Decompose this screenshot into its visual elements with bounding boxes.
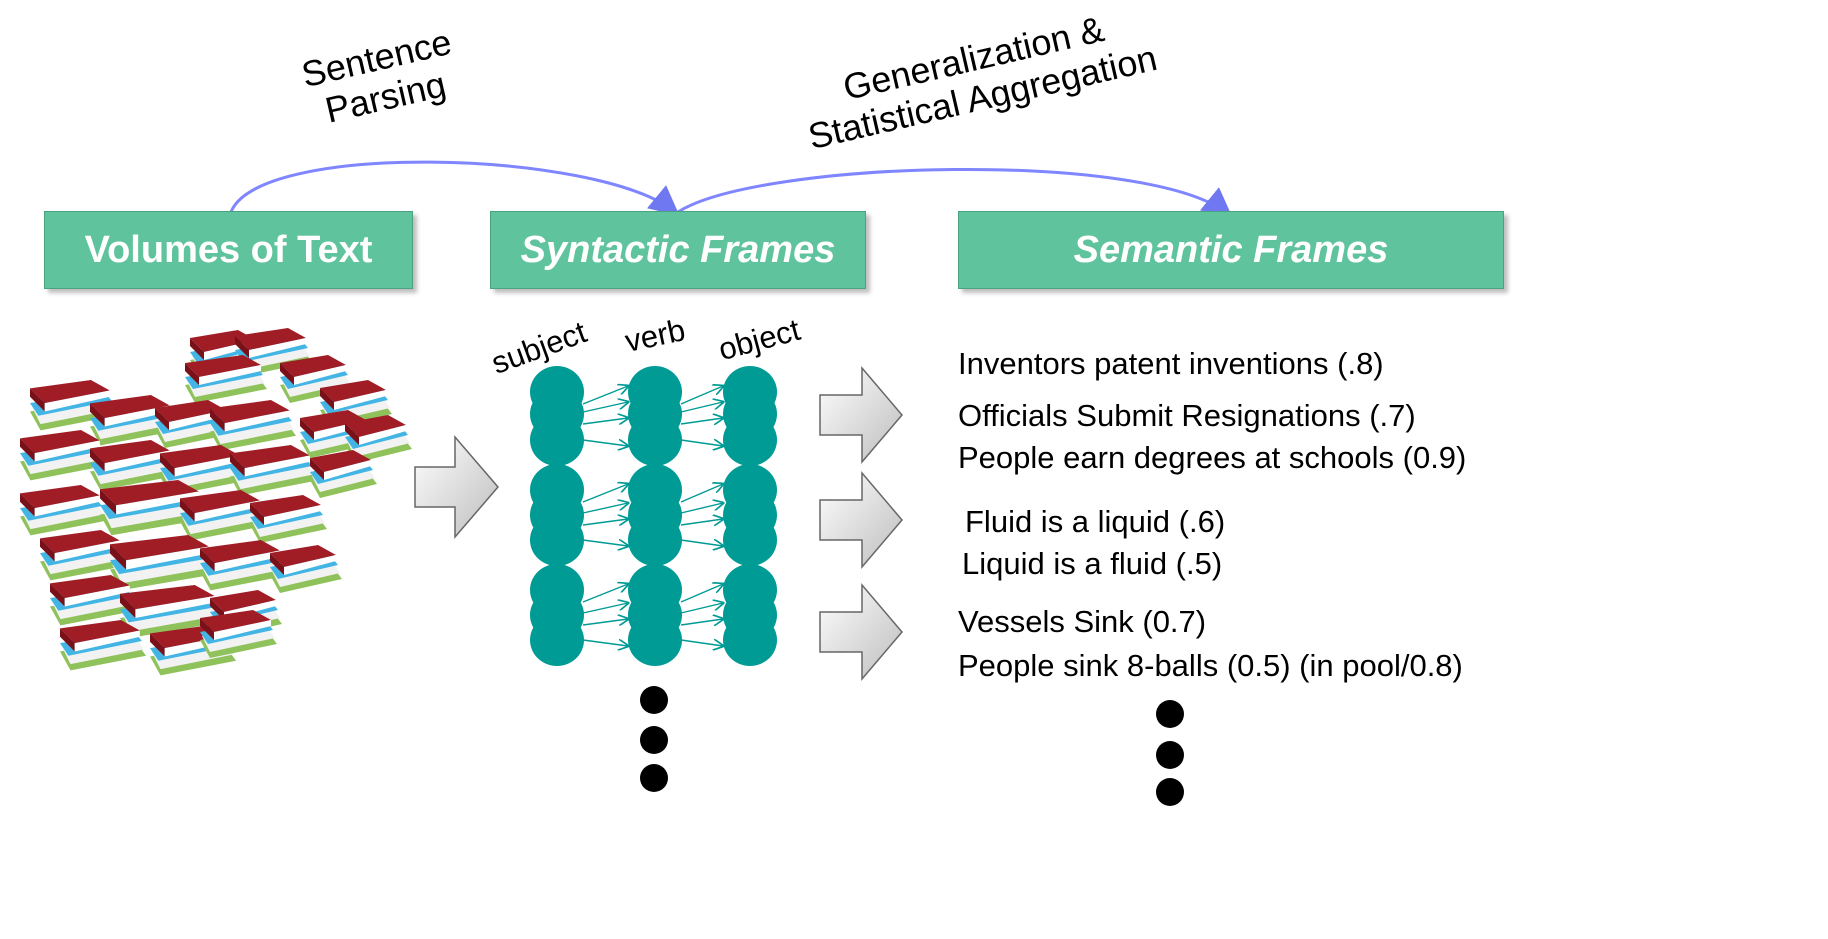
semantic-frame-item: Liquid is a fluid (.5) [962,546,1223,581]
frame-link-arrow [582,418,628,424]
book-shape [60,620,147,671]
book-shape [110,535,216,591]
stage-syntactic-frames: Syntactic Frames [490,211,866,289]
frame-link-arrow [582,402,628,413]
semantic-frame-item: Inventors patent inventions (.8) [958,346,1384,381]
frame-link-arrow [680,402,723,413]
syntactic-node [628,614,682,666]
book-shape [20,430,107,481]
semantic-frame-item: Fluid is a liquid (.6) [965,504,1226,539]
frame-link-arrow [582,619,628,625]
semantic-frame-item: People sink 8-balls (0.5) (in pool/0.8) [958,648,1463,683]
stage-volumes-of-text: Volumes of Text [44,211,413,289]
frame-link-arrow [582,440,628,446]
frame-link-arrow [582,603,628,614]
book-shape [270,545,342,593]
syntactic-node [723,614,777,666]
book-shape [230,445,317,496]
syntactic-node [628,514,682,566]
book-shape [160,445,247,496]
semantic-frame-item: Vessels Sink (0.7) [958,604,1207,639]
syntactic-node [530,414,584,466]
frame-link-arrow [582,503,628,514]
book-shape [185,355,267,403]
frame-link-arrow [680,503,723,514]
parsing-curve-arrow [228,160,680,216]
frame-link-arrow [680,640,723,646]
book-shape [120,585,222,638]
frame-link-arrow [680,519,723,525]
book-shape [100,480,206,536]
book-shape [200,540,287,591]
ellipsis-dots-icon [1156,700,1184,806]
book-shape [50,575,137,626]
semantic-frame-item: Officials Submit Resignations (.7) [958,398,1416,433]
ellipsis-dots-icon [640,686,668,792]
frame-link-arrow [582,584,628,603]
frame-link-arrow [680,440,723,446]
frame-link-arrow [680,484,723,503]
book-shape [20,485,107,536]
block-arrow-icon [819,582,903,682]
syntactic-node [723,414,777,466]
frame-link-arrow [680,584,723,603]
book-shape [90,440,177,491]
stage-semantic-frames: Semantic Frames [958,211,1504,289]
book-shape [200,610,277,658]
syntactic-node [530,514,584,566]
aggregation-curve-arrow [677,167,1233,218]
book-shape [40,530,127,581]
frame-link-arrow [680,540,723,546]
frame-link-arrow [582,640,628,646]
frame-link-arrow [582,484,628,503]
frame-link-arrow [680,418,723,424]
block-arrow-icon [414,434,499,540]
frame-link-arrow [582,386,628,405]
book-shape [210,400,297,451]
block-arrow-icon [819,365,903,465]
frame-link-arrow [680,603,723,614]
frame-link-arrow [680,386,723,405]
book-shape [180,490,267,541]
frame-link-arrow [582,519,628,525]
syntactic-node [530,614,584,666]
frame-link-arrow [680,619,723,625]
book-shape [250,495,327,543]
book-shape [90,395,177,446]
block-arrow-icon [819,470,903,570]
book-shape [310,450,377,498]
frame-link-arrow [582,540,628,546]
book-shape [280,355,352,403]
semantic-frame-item: People earn degrees at schools (0.9) [958,440,1467,475]
syntactic-node [723,514,777,566]
syntactic-node [628,414,682,466]
